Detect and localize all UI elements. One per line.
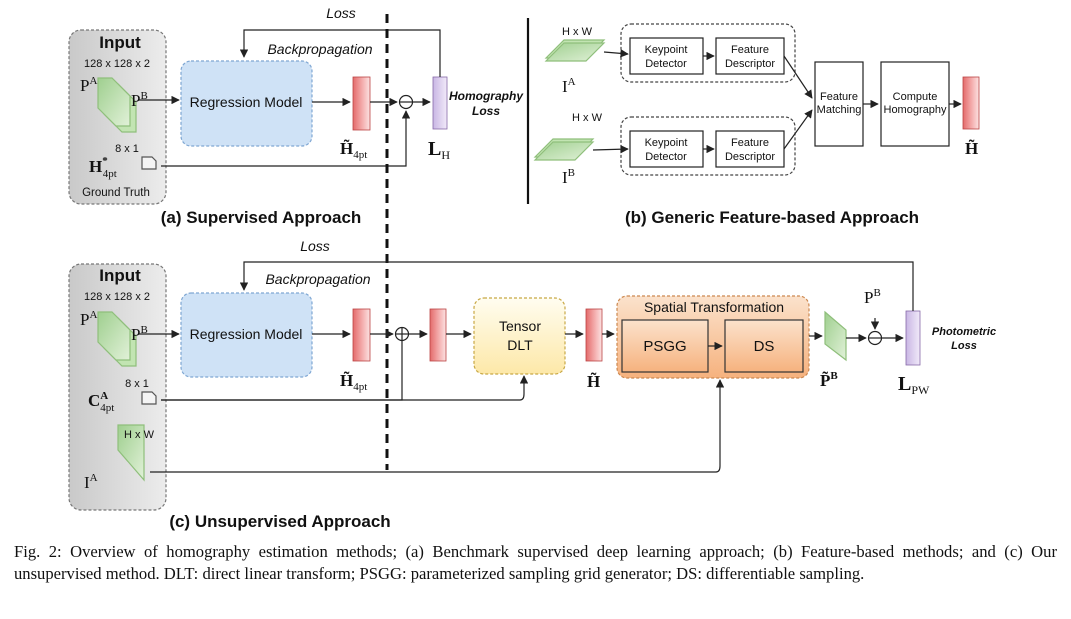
photometric-label-1: Photometric bbox=[932, 326, 996, 338]
h-tilde-bar-a bbox=[352, 76, 371, 131]
patch-dims-a: 128 x 128 x 2 bbox=[84, 58, 150, 70]
regression-label-c: Regression Model bbox=[190, 326, 303, 342]
compute-label-b: Homography bbox=[884, 104, 947, 116]
tensor-dlt-box bbox=[473, 297, 566, 375]
compute-label-a: Compute bbox=[893, 91, 938, 103]
pa-symbol-c: PA bbox=[80, 309, 97, 329]
ib-symbol-b: IB bbox=[562, 167, 575, 187]
vector-icon-a bbox=[141, 156, 157, 170]
homography-loss-label-1: Homography bbox=[449, 89, 524, 103]
keypoint-label-2a: Keypoint bbox=[645, 137, 688, 149]
hw-label-b2: H x W bbox=[572, 112, 603, 124]
pa-symbol-a: PA bbox=[80, 75, 97, 95]
spatial-label: Spatial Transformation bbox=[644, 299, 784, 315]
patch-dims-c: 128 x 128 x 2 bbox=[84, 291, 150, 303]
backprop-label-c: Backpropagation bbox=[265, 271, 370, 287]
h-tilde-symbol-c: H̃ bbox=[587, 371, 600, 391]
pb-symbol-c: PB bbox=[131, 324, 148, 344]
patch-a-a bbox=[97, 77, 131, 127]
regression-label-a: Regression Model bbox=[190, 94, 303, 110]
descriptor-label-2a: Feature bbox=[731, 137, 769, 149]
image-a-b-front bbox=[544, 42, 606, 62]
compute-homography-box bbox=[880, 61, 950, 147]
loss-label-c: Loss bbox=[300, 238, 330, 254]
h-tilde-4pt-a: H̃4pt bbox=[340, 138, 367, 161]
h-tilde-symbol-b: H̃ bbox=[965, 138, 978, 158]
panel-c-title: (c) Unsupervised Approach bbox=[169, 512, 390, 531]
loss-label-a: Loss bbox=[326, 5, 356, 21]
descriptor-label-1b: Descriptor bbox=[725, 58, 775, 70]
corners-bar-c bbox=[429, 308, 447, 362]
vector-icon-c bbox=[141, 391, 157, 405]
feature-matching-box bbox=[814, 61, 864, 147]
ds-label: DS bbox=[754, 338, 775, 355]
ds-box bbox=[724, 319, 804, 373]
patch-a-c bbox=[97, 311, 131, 361]
photometric-label-2: Loss bbox=[951, 340, 977, 352]
regression-model-c bbox=[180, 292, 313, 378]
matching-label-a: Feature bbox=[820, 91, 858, 103]
keypoint-label-1b: Detector bbox=[645, 58, 687, 70]
image-b-b-front bbox=[533, 141, 595, 161]
keypoint-label-1a: Keypoint bbox=[645, 44, 688, 56]
ia-symbol-b: IA bbox=[562, 76, 576, 96]
input-title-a: Input bbox=[99, 33, 141, 52]
p-tilde-b-patch bbox=[824, 310, 847, 362]
lh-symbol: LH bbox=[428, 138, 450, 162]
ia-symbol-c: IA bbox=[84, 472, 98, 492]
pb-input-symbol: PB bbox=[864, 287, 881, 307]
descriptor-label-2b: Descriptor bbox=[725, 151, 775, 163]
feature-descriptor-1 bbox=[715, 37, 785, 75]
figure-caption: Fig. 2: Overview of homography estimatio… bbox=[14, 542, 1057, 583]
hw-label-c: H x W bbox=[124, 429, 155, 441]
psgg-label: PSGG bbox=[643, 338, 686, 355]
input-title-c: Input bbox=[99, 266, 141, 285]
feature-descriptor-2 bbox=[715, 130, 785, 168]
figure-diagram: Input 128 x 128 x 2 Loss Backpropagation… bbox=[68, 5, 996, 531]
c-dims: 8 x 1 bbox=[125, 378, 149, 390]
homography-loss-label-2: Loss bbox=[472, 104, 500, 118]
dlt-label: DLT bbox=[507, 337, 533, 353]
h-dims-a: 8 x 1 bbox=[115, 143, 139, 155]
loss-bar-a bbox=[432, 76, 448, 130]
pb-symbol-a: PB bbox=[131, 90, 148, 110]
h-tilde4-bar-c bbox=[352, 308, 371, 362]
panel-b-title: (b) Generic Feature-based Approach bbox=[625, 208, 919, 227]
descriptor-label-1a: Feature bbox=[731, 44, 769, 56]
h-star-symbol: H*4pt bbox=[89, 155, 117, 180]
h-tilde-4pt-c: H̃4pt bbox=[340, 370, 367, 393]
h-tilde-bar-c bbox=[585, 308, 603, 362]
hw-label-b1: H x W bbox=[562, 26, 593, 38]
lpw-symbol: LPW bbox=[898, 373, 930, 397]
ground-truth-label: Ground Truth bbox=[82, 187, 150, 199]
h-tilde-bar-b bbox=[962, 76, 980, 130]
p-tilde-b-symbol: P̃B bbox=[820, 370, 838, 390]
keypoint-label-2b: Detector bbox=[645, 151, 687, 163]
psgg-box bbox=[621, 319, 709, 373]
matching-label-b: Matching bbox=[817, 104, 862, 116]
backprop-label-a: Backpropagation bbox=[267, 41, 372, 57]
loss-bar-c bbox=[905, 310, 921, 366]
panel-a-title: (a) Supervised Approach bbox=[161, 208, 362, 227]
image-a-c bbox=[117, 424, 145, 482]
regression-model-a bbox=[180, 60, 313, 147]
tensor-label: Tensor bbox=[499, 318, 541, 334]
